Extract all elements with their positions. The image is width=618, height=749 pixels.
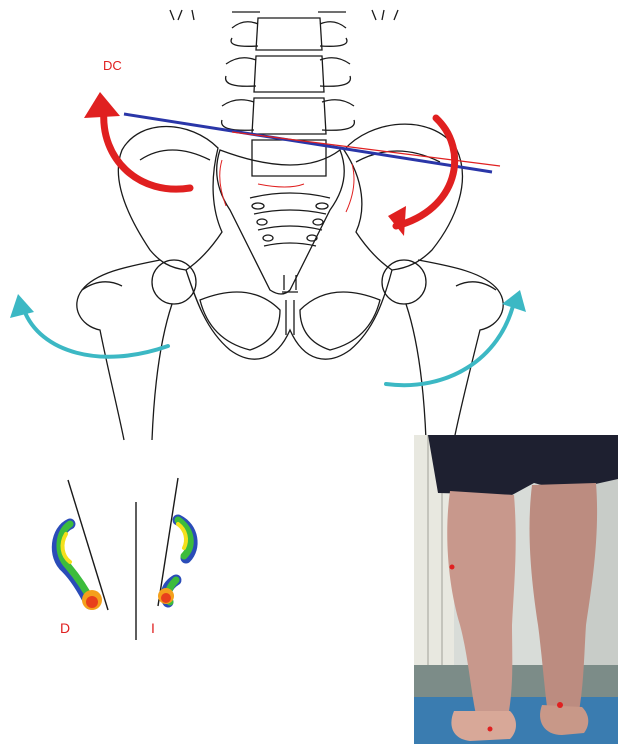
marker-knee	[450, 565, 455, 570]
femur-left-inner	[152, 304, 172, 440]
sacrum	[217, 150, 345, 294]
hip-arrows	[24, 302, 514, 385]
foot-right	[540, 705, 588, 735]
ilium-left	[118, 127, 222, 271]
foot-pressure-panel	[57, 478, 192, 640]
rotation-label: DC	[103, 58, 122, 73]
obturator-left	[200, 292, 280, 350]
foot-print-left	[158, 520, 192, 604]
vertebra-3	[252, 98, 326, 134]
pelvis-line-red	[232, 132, 500, 166]
rib-stub-left	[170, 10, 194, 20]
right-foot-label: D	[60, 620, 70, 636]
obturator-right	[300, 292, 380, 350]
photo-canvas	[414, 435, 618, 744]
pubis	[186, 270, 392, 359]
marker-heel	[557, 702, 563, 708]
hip-arrowhead-left-icon	[10, 294, 34, 318]
femur-left-outer	[77, 260, 160, 440]
hip-arrow-left	[24, 310, 168, 357]
vertebra-1	[256, 18, 322, 50]
marker-toe	[488, 727, 493, 732]
rib-stub-right	[372, 10, 398, 20]
arrowhead-left-icon	[84, 92, 120, 118]
left-foot-label: I	[151, 620, 155, 636]
femoral-head-left	[152, 260, 196, 304]
vertebra-2	[254, 56, 324, 92]
walking-legs-photo	[414, 435, 618, 744]
femur-right-inner	[406, 304, 426, 440]
hip-arrow-right	[386, 302, 514, 385]
foot-left	[451, 711, 516, 741]
skeleton-outline	[77, 10, 503, 440]
arrowhead-right-icon	[388, 206, 406, 236]
